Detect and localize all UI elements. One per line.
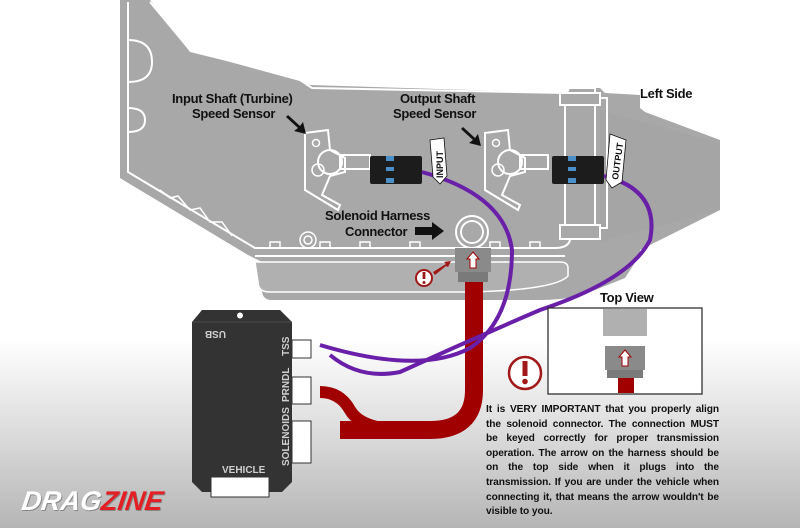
arrow-icon <box>461 127 481 146</box>
tag-shape <box>429 137 448 185</box>
tag-shape <box>605 133 627 189</box>
input-wire-tag: INPUT <box>429 137 448 185</box>
sensor-bolt <box>311 138 321 148</box>
bolt-hole-inner <box>303 235 313 245</box>
case-top-outline <box>149 1 566 94</box>
output-sensor-label-line2: Speed Sensor <box>393 106 476 121</box>
inset-plug-base <box>607 370 643 378</box>
connector-body <box>552 156 604 184</box>
input-sensor-wire <box>319 170 515 363</box>
inset-harness <box>618 378 634 393</box>
output-speed-sensor[interactable] <box>484 128 549 212</box>
exclamation-bar <box>522 361 528 376</box>
alignment-warning-note: It is VERY IMPORTANT that you properly a… <box>486 403 719 520</box>
logo-part-zine: ZINE <box>99 486 166 516</box>
case-bump <box>127 39 154 83</box>
connector-port-inner <box>460 220 484 244</box>
warning-large <box>507 355 543 391</box>
port-label-tss: TSS <box>281 336 292 356</box>
sensor-bracket <box>484 128 526 212</box>
note-emphasis: VERY IMPORTANT <box>509 404 601 415</box>
controller-body <box>192 310 292 492</box>
harness-plug-base <box>458 272 488 282</box>
sensor-stem <box>519 154 549 170</box>
sensor-body <box>317 149 343 175</box>
sensor-wires <box>319 170 654 376</box>
connector-latch <box>568 178 576 183</box>
connector-latch <box>568 156 576 161</box>
arrow-icon <box>286 115 306 134</box>
solenoid-harness-cable <box>319 282 483 439</box>
inset-case-port <box>603 309 647 336</box>
note-emphasis: MUST <box>690 418 720 430</box>
output-sensor-connector[interactable] <box>552 156 604 184</box>
connector-latch <box>568 167 576 171</box>
connector-latch <box>386 178 394 183</box>
input-tag-text: INPUT <box>435 150 445 178</box>
port-label-solenoids: SOLENOIDS <box>281 407 292 466</box>
case-edge-detail <box>159 189 233 237</box>
solenoid-label-line2: Connector <box>345 224 408 239</box>
top-view-label: Top View <box>600 290 655 305</box>
tss-port[interactable] <box>291 339 312 359</box>
note-text: It is <box>486 404 510 415</box>
mounting-hole <box>237 312 243 319</box>
harness-main <box>340 282 483 439</box>
usb-label: USB <box>205 328 226 339</box>
prndl-port[interactable] <box>291 376 312 405</box>
flange-cap <box>559 224 601 240</box>
view-label: Left Side <box>640 86 692 101</box>
exclamation-dot <box>422 281 426 284</box>
flange-cap <box>559 92 601 106</box>
dragzine-logo: DRAGZINE <box>20 486 165 517</box>
exclamation-dot <box>522 378 528 385</box>
transmission-body <box>120 0 720 300</box>
case-bump <box>127 107 147 133</box>
note-text: be keyed correctly for proper transmissi… <box>486 433 719 518</box>
top-view-inset <box>547 307 703 395</box>
exclamation-bar <box>422 272 426 279</box>
oil-pan <box>254 261 569 293</box>
sensor-body <box>497 149 523 175</box>
port-label-prndl: PRNDL <box>281 368 292 402</box>
sensor-bolt <box>491 138 501 148</box>
vehicle-label: VEHICLE <box>222 465 266 476</box>
arrow-right-icon <box>415 222 444 240</box>
arrow-icon <box>433 261 451 275</box>
solenoids-port[interactable] <box>291 420 312 464</box>
logo-part-drag: DRAG <box>19 486 104 516</box>
input-sensor-connector[interactable] <box>370 156 422 184</box>
output-sensor-label-line1: Output Shaft <box>400 91 476 106</box>
controller-module[interactable]: USB TSS PRNDL SOLENOIDS VEHICLE <box>192 310 292 498</box>
harness-prndl-branch <box>319 386 401 436</box>
case-notches <box>269 241 541 248</box>
sensor-bracket <box>304 128 346 212</box>
input-sensor-label-line1: Input Shaft (Turbine) <box>172 91 293 106</box>
output-wire-tag: OUTPUT <box>605 133 627 189</box>
solenoid-label-line1: Solenoid Harness <box>325 208 430 223</box>
alignment-arrow-icon <box>465 251 481 269</box>
vehicle-port[interactable] <box>210 476 270 498</box>
solenoid-harness-connector[interactable] <box>455 215 491 282</box>
input-sensor-label-line2: Speed Sensor <box>192 106 275 121</box>
output-sensor-wire <box>328 174 654 376</box>
tail-housing <box>600 110 720 242</box>
connector-latch <box>386 167 394 171</box>
alignment-arrow-icon <box>617 349 633 367</box>
connector-latch <box>386 156 394 161</box>
warning-small <box>415 261 451 287</box>
bolt-hole <box>299 231 317 249</box>
connector-body <box>370 156 422 184</box>
note-text: that you properly align the solenoid con… <box>486 404 720 430</box>
